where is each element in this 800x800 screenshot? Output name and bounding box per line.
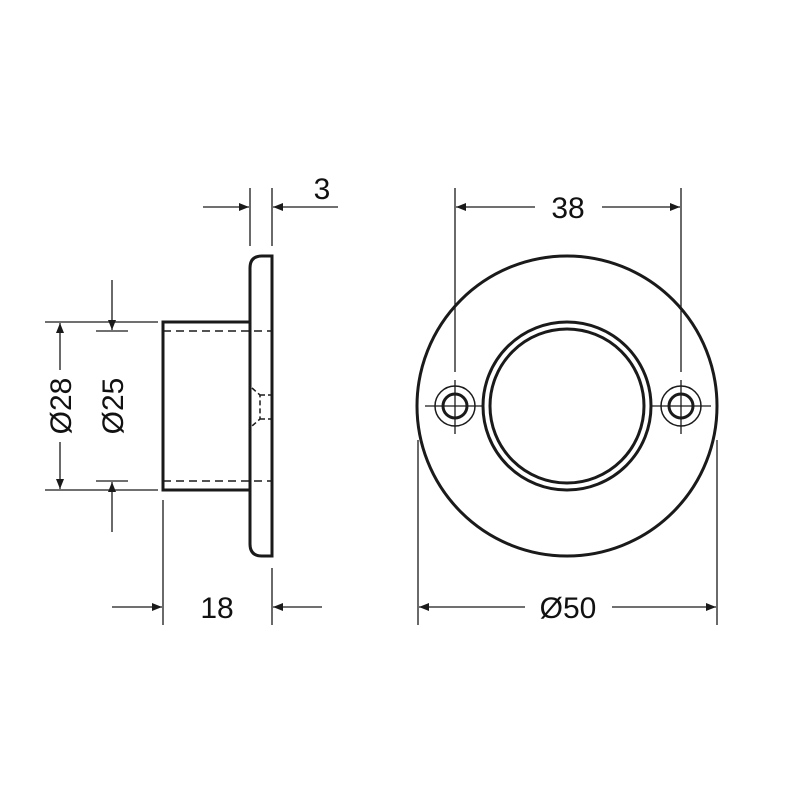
label-flange-diameter: Ø50 <box>540 592 597 625</box>
label-depth: 18 <box>200 592 233 625</box>
screw-hole-right <box>651 380 711 434</box>
hidden-countersink <box>251 387 272 427</box>
label-inner-diameter: Ø25 <box>97 378 130 435</box>
dim-flange-thickness <box>203 188 338 246</box>
tube-inner-circle <box>488 327 646 485</box>
label-outer-diameter: Ø28 <box>45 378 78 435</box>
flange-profile <box>248 254 274 558</box>
flange-outline <box>415 254 719 558</box>
tube-profile <box>161 320 252 492</box>
front-view <box>415 188 719 625</box>
dim-flange-diameter <box>417 440 718 625</box>
dim-inner-diameter <box>96 280 128 532</box>
label-flange-thickness: 3 <box>314 173 331 206</box>
dim-outer-diameter <box>45 321 158 491</box>
screw-hole-left <box>425 380 483 434</box>
side-view <box>45 188 338 625</box>
tube-outer-circle <box>481 320 653 492</box>
dim-hole-spacing <box>454 188 682 372</box>
dim-depth <box>112 500 322 625</box>
label-hole-spacing: 38 <box>551 192 584 225</box>
